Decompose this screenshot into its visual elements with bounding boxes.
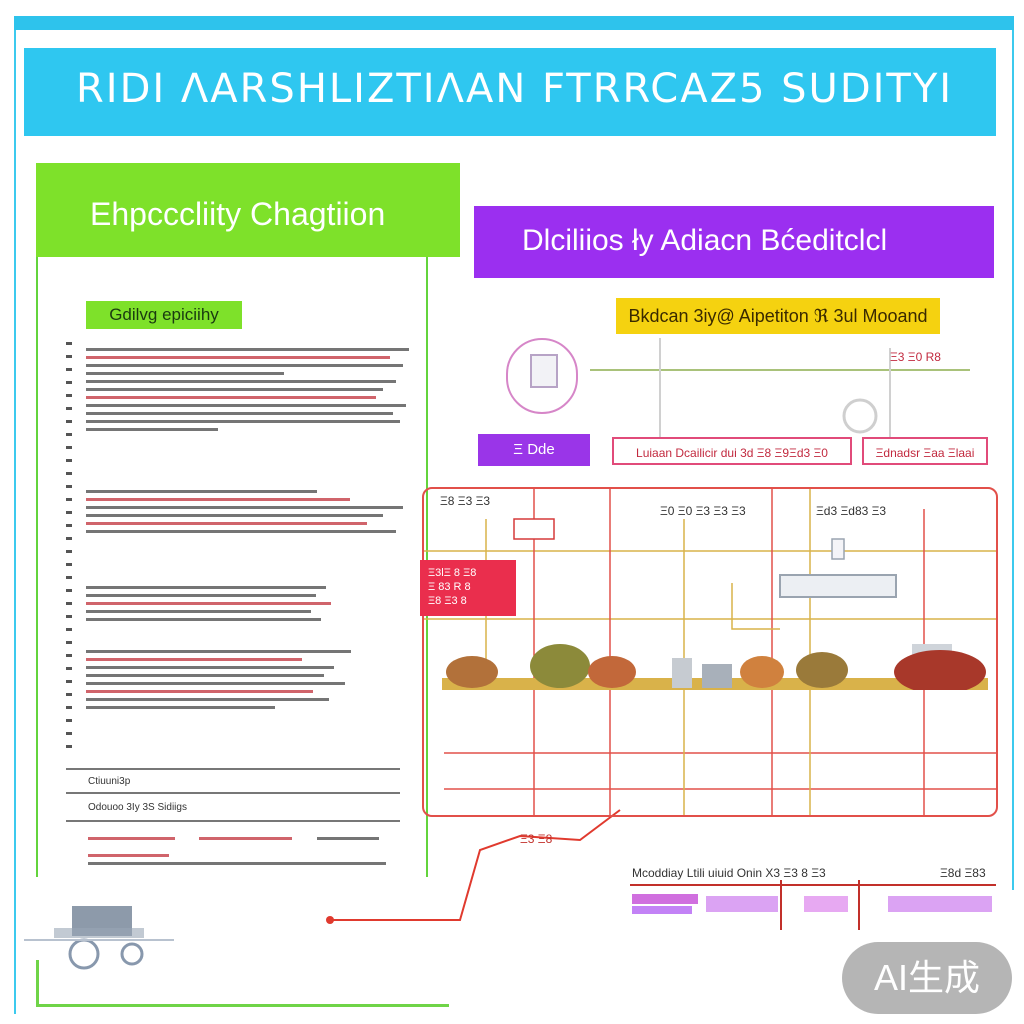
diagram-grid [424,489,996,815]
outer-frame-left [14,30,16,1014]
legend-divider [630,884,996,886]
legend-bar-1 [632,894,698,904]
footer-heading-1: Ctiuuni3p [88,776,131,787]
top-strip [14,16,1014,30]
legend-sep-2 [858,880,860,930]
legend-right: Ξ8d Ξ83 [940,866,986,880]
side-label: Ξ3 Ξ0 R8 [890,350,941,364]
legend-bar-3 [804,896,848,912]
outer-frame-right [1012,30,1014,890]
left-panel-banner [36,163,460,257]
grid-label-1: Ξ8 Ξ3 Ξ3 [440,494,491,508]
right-panel-banner [474,206,994,278]
text-paragraph-3 [86,582,336,626]
footer-heading-2: Odouoo 3Iy 3S Sidiigs [88,802,187,813]
table-header-1: Luiaan Dcailicir dui 3d Ξ8 Ξ9Ξd3 Ξ0 [612,437,852,465]
divider-1 [66,768,400,770]
divider-3 [66,820,400,822]
text-paragraph-1 [86,344,416,436]
text-paragraph-2 [86,486,416,538]
left-panel-badge: Gdilvg epiciihy [86,301,242,329]
ai-generated-watermark: AI生成 [842,942,1012,1014]
alert-box: Ξ3lΞ 8 Ξ8 Ξ 83 R 8 Ξ8 Ξ3 8 [420,560,516,616]
legend-bar-4 [888,896,992,912]
legend-sep-1 [780,880,782,930]
right-panel-badge: Bkdcan 3iy@ Aipetiton ℜ 3ul Mooand [616,298,940,334]
diagram-frame [422,487,998,817]
left-bottom-frame [36,960,449,1007]
legend-bar-2 [706,896,778,912]
connector-label: Ξ3 Ξ8 [520,832,553,846]
legend-heading: Mcoddiay Ltili uiuid Onin Χ3 Ξ3 8 Ξ3 [632,866,826,880]
title-banner [24,48,996,136]
grid-label-2: Ξ0 Ξ0 Ξ3 Ξ3 Ξ3 [660,504,746,518]
left-panel-title: Ehpcccliity Chagtiion [90,196,386,232]
divider-2 [66,792,400,794]
page-title: RIDI ΛARSHLIZTIΛAN FTRRCAZ5 SUDITYI [76,66,954,112]
legend-bar-5 [632,906,692,914]
right-panel-title: Dlciliios ły Adiacn Bćeditclcl [522,224,888,257]
side-tick-column [66,342,74,762]
table-header-2: Ξdnadsr Ξaa Ξlaai [862,437,988,465]
footer-lines [88,832,398,870]
machine-sketch-icon [24,906,174,970]
text-paragraph-4 [86,646,356,714]
upper-wiring [590,338,970,438]
connector-line [326,809,621,924]
right-panel-chip: Ξ Dde [478,434,590,466]
landscape-strip-image [442,644,988,690]
grid-label-3: Ξd3 Ξd83 Ξ3 [816,504,887,518]
device-icon [506,338,578,414]
